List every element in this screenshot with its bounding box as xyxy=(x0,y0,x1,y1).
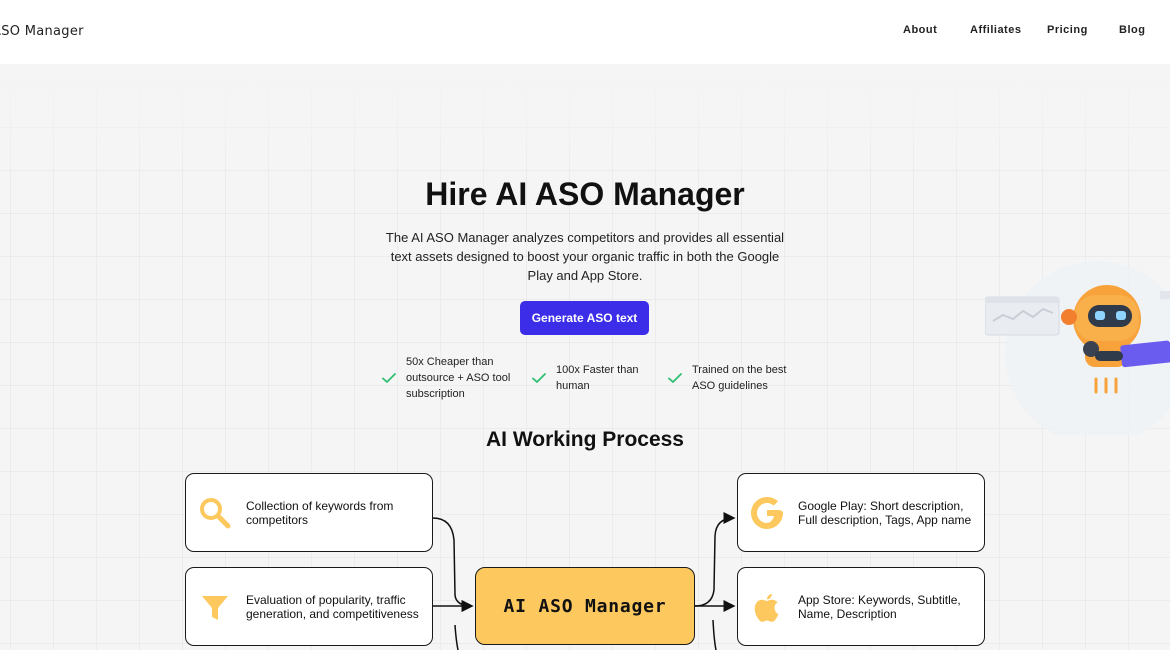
input-evaluation-label: Evaluation of popularity, traffic genera… xyxy=(246,592,419,621)
page-title: Hire AI ASO Manager xyxy=(425,176,745,212)
ai-aso-manager-node: AI ASO Manager xyxy=(475,567,695,645)
hero-subtitle: The AI ASO Manager analyzes competitors … xyxy=(385,230,785,283)
check-icon xyxy=(532,373,546,383)
google-icon xyxy=(750,496,784,530)
feature-label: Trained on the best ASO guidelines xyxy=(692,364,787,392)
output-app-store-box: App Store: Keywords, Subtitle, Name, Des… xyxy=(737,567,985,646)
robot-illustration xyxy=(985,261,1170,435)
top-header: ASO Manager About Affiliates Pricing Blo… xyxy=(0,0,1170,64)
output-google-play-label: Google Play: Short description, Full des… xyxy=(798,498,972,527)
input-evaluation-box: Evaluation of popularity, traffic genera… xyxy=(185,567,433,646)
output-google-play-box: Google Play: Short description, Full des… xyxy=(737,473,985,552)
nav-pricing[interactable]: Pricing xyxy=(1047,24,1088,36)
nav-blog[interactable]: Blog xyxy=(1119,24,1146,36)
nav-about[interactable]: About xyxy=(903,24,938,36)
hero-fade xyxy=(0,64,1170,184)
nav-affiliates[interactable]: Affiliates xyxy=(970,24,1022,36)
feature-trained: Trained on the best ASO guidelines xyxy=(666,362,796,394)
check-icon xyxy=(382,373,396,383)
input-keywords-box: Collection of keywords from competitors xyxy=(185,473,433,552)
apple-icon xyxy=(750,590,784,624)
search-icon xyxy=(198,496,232,530)
filter-icon xyxy=(198,590,232,624)
generate-aso-text-button[interactable]: Generate ASO text xyxy=(520,301,649,335)
feature-label: 100x Faster than human xyxy=(556,364,639,392)
output-app-store-label: App Store: Keywords, Subtitle, Name, Des… xyxy=(798,592,961,621)
logo[interactable]: ASO Manager xyxy=(0,24,84,39)
input-keywords-label: Collection of keywords from competitors xyxy=(246,498,394,527)
check-icon xyxy=(668,373,682,383)
feature-label: 50x Cheaper than outsource + ASO tool su… xyxy=(406,356,511,400)
process-title: AI Working Process xyxy=(485,428,684,451)
feature-faster: 100x Faster than human xyxy=(530,362,650,394)
feature-cheaper: 50x Cheaper than outsource + ASO tool su… xyxy=(380,354,520,402)
